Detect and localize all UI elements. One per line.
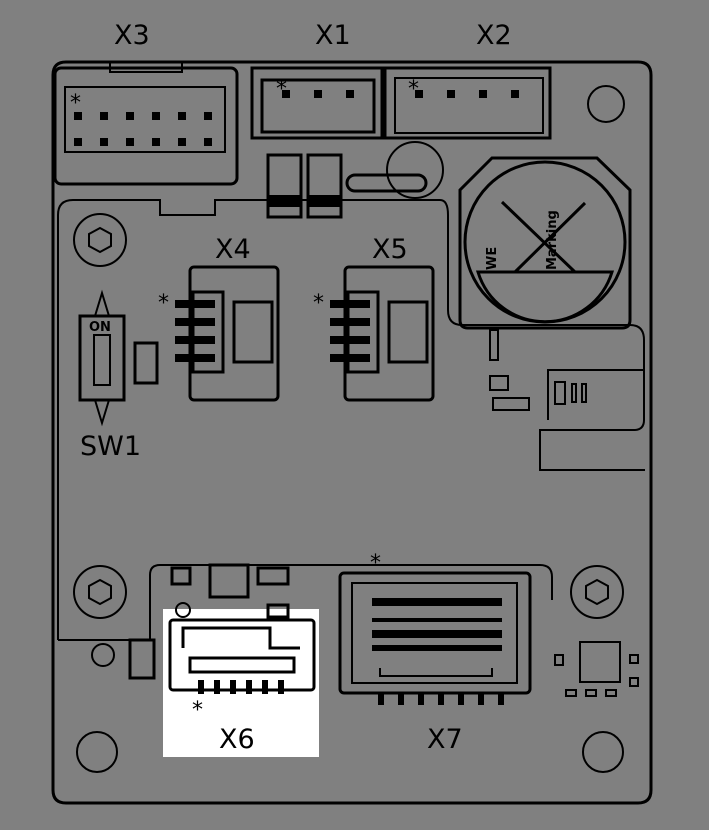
label-x7: X7 (427, 724, 463, 755)
switch-on-label: ON (89, 320, 111, 335)
pin1-marker: * (158, 291, 169, 316)
mounting-hole-bottom-left (73, 565, 127, 619)
pin1-marker: * (192, 698, 203, 723)
mounting-hole-bottom-right (570, 565, 624, 619)
switch-sw1[interactable]: ON (78, 289, 159, 427)
board-outline (51, 60, 653, 805)
pin1-marker: * (276, 77, 287, 102)
label-x3: X3 (114, 20, 150, 51)
connector-x5[interactable]: * (313, 265, 435, 402)
battery-holder: WE Marking (458, 156, 632, 330)
label-x1: X1 (315, 20, 351, 51)
label-x4: X4 (215, 234, 251, 265)
label-x2: X2 (476, 20, 512, 51)
connector-x1[interactable]: * (250, 66, 384, 140)
connector-x6[interactable]: * (168, 602, 316, 723)
pin1-marker: * (70, 91, 81, 116)
connector-x2[interactable]: * (383, 66, 552, 140)
pin1-marker: * (408, 77, 419, 102)
connector-x3[interactable]: * (53, 61, 239, 186)
label-x5: X5 (372, 234, 408, 265)
pin1-marker: * (370, 551, 381, 576)
connector-x4[interactable]: * (158, 265, 280, 402)
label-x6: X6 (219, 724, 255, 755)
pin1-marker: * (313, 291, 324, 316)
x6-selection-highlight[interactable] (163, 609, 319, 757)
connector-x7[interactable]: * (338, 551, 532, 705)
label-sw1: SW1 (80, 431, 141, 462)
mounting-hole-top-left (73, 213, 127, 267)
battery-logo-text: Marking (545, 210, 560, 270)
battery-logo-brand: WE (485, 247, 500, 270)
